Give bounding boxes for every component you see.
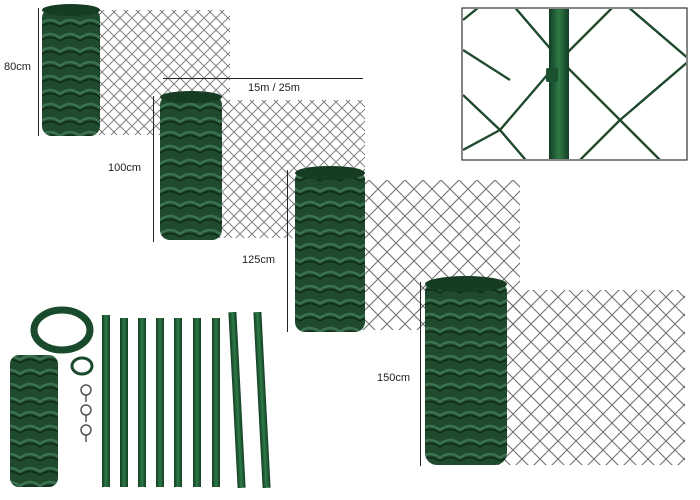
length-line: [163, 78, 363, 79]
small-fence-roll: [10, 355, 58, 487]
wire-coil-accessory: [30, 306, 94, 376]
post-detail: [549, 9, 569, 159]
label-100cm: 100cm: [108, 162, 142, 174]
height-line-80: [38, 8, 39, 136]
label-150cm: 150cm: [377, 372, 411, 384]
height-line-125: [287, 170, 288, 332]
label-125cm: 125cm: [242, 254, 276, 266]
label-length: 15m / 25m: [248, 82, 300, 94]
detail-inset: [461, 7, 688, 161]
clip-detail: [546, 68, 558, 82]
height-line-100: [153, 96, 154, 242]
fence-posts: [102, 311, 271, 489]
height-line-150: [420, 282, 421, 466]
label-80cm: 80cm: [4, 61, 31, 73]
tension-clamps: [80, 384, 92, 442]
fence-roll-150cm: [425, 276, 685, 465]
